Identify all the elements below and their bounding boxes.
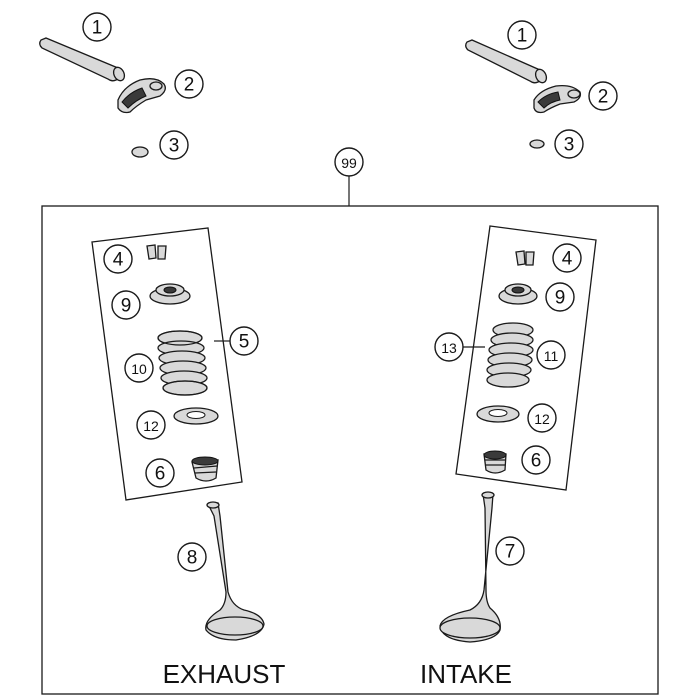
svg-text:99: 99: [341, 155, 357, 171]
callout-3-right: 3: [554, 129, 584, 159]
callout-9-intake: 9: [545, 282, 575, 312]
callout-99: 99: [334, 147, 364, 177]
callout-2-left: 2: [174, 69, 204, 99]
spring-retainer-exhaust: [149, 283, 191, 305]
rocker-pad-left: [131, 146, 149, 158]
callout-9-exhaust: 9: [111, 290, 141, 320]
svg-text:11: 11: [544, 348, 559, 364]
callout-2-right: 2: [588, 81, 618, 111]
svg-text:8: 8: [187, 548, 198, 569]
valve-spring-intake: [486, 322, 534, 388]
valve-spring-exhaust: [157, 330, 208, 396]
svg-text:6: 6: [155, 464, 166, 485]
valve-stem-seal-intake: [483, 450, 507, 474]
callout-11: 11: [536, 340, 566, 370]
spring-seat-intake: [476, 405, 520, 423]
svg-text:12: 12: [534, 411, 550, 427]
callout-7: 7: [495, 536, 525, 566]
svg-text:3: 3: [169, 136, 180, 157]
callout-13: 13: [434, 332, 464, 362]
exhaust-label: EXHAUST: [163, 659, 286, 689]
svg-text:6: 6: [531, 451, 542, 472]
callout-4-exhaust: 4: [103, 244, 133, 274]
svg-text:1: 1: [92, 18, 103, 39]
callout-1-right: 1: [507, 20, 537, 50]
intake-valve: [439, 491, 501, 643]
spring-seat-exhaust: [173, 407, 219, 425]
svg-text:2: 2: [184, 75, 195, 96]
callout-12-intake: 12: [527, 403, 557, 433]
svg-text:9: 9: [555, 288, 566, 309]
rocker-shaft-left: [39, 37, 126, 82]
callout-6-intake: 6: [521, 445, 551, 475]
callout-4-intake: 4: [552, 243, 582, 273]
rocker-shaft-right: [465, 39, 548, 84]
callout-12-exhaust: 12: [136, 410, 166, 440]
rocker-arm-right: [533, 84, 582, 114]
valve-cotters-intake: [515, 250, 535, 266]
svg-text:5: 5: [239, 332, 250, 353]
valve-kit-frame: [41, 205, 659, 695]
spring-retainer-intake: [498, 283, 538, 305]
svg-text:1: 1: [517, 26, 528, 47]
svg-text:13: 13: [441, 340, 457, 356]
valve-stem-seal-exhaust: [191, 456, 219, 482]
intake-label: INTAKE: [420, 659, 512, 689]
svg-text:10: 10: [131, 361, 147, 377]
callout-5: 5: [229, 326, 259, 356]
svg-text:4: 4: [562, 249, 573, 270]
svg-text:12: 12: [143, 418, 159, 434]
callout-8: 8: [177, 542, 207, 572]
svg-text:4: 4: [113, 250, 124, 271]
callout-3-left: 3: [159, 130, 189, 160]
rocker-pad-right: [529, 139, 545, 149]
callout-1-left: 1: [82, 12, 112, 42]
svg-text:2: 2: [598, 87, 609, 108]
callout-6-exhaust: 6: [145, 458, 175, 488]
exhaust-valve: [205, 501, 265, 641]
svg-text:3: 3: [564, 135, 575, 156]
valve-cotters-exhaust: [146, 244, 167, 260]
svg-text:7: 7: [505, 542, 516, 563]
rocker-arm-left: [117, 78, 166, 114]
callout-10: 10: [124, 353, 154, 383]
svg-text:9: 9: [121, 296, 132, 317]
